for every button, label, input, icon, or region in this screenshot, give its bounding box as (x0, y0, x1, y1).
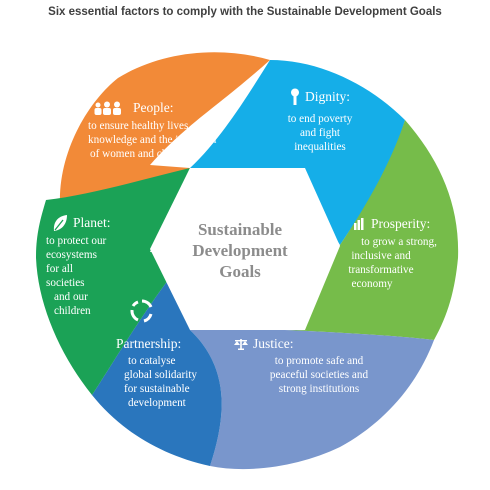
people-line-2: knowledge and the inclusion (88, 134, 217, 146)
planet-line-2: ecosystems (46, 249, 97, 261)
scales-icon (234, 339, 248, 350)
planet-line-4: societies (46, 277, 85, 289)
justice-line-2: peaceful societies and (269, 369, 369, 381)
planet-line-5: and our (54, 291, 88, 303)
planet-line-6: children (54, 305, 91, 317)
center-line-3: Goals (219, 262, 261, 281)
center-label: Sustainable Development Goals (165, 219, 315, 282)
segment-people (59, 52, 271, 221)
center-hexagon (150, 168, 340, 330)
planet-line-3: for all (46, 263, 74, 275)
prosperity-line-2: inclusive and (351, 250, 411, 262)
partnership-line-2: global solidarity (124, 369, 198, 381)
dignity-heading: Dignity: (270, 88, 370, 106)
dignity-title: Dignity: (305, 89, 351, 104)
people-line-1: to ensure healthy lives, (88, 120, 192, 132)
partnership-description: to catalyse global solidarity for sustai… (124, 354, 222, 410)
justice-line-1: to promote safe and (274, 355, 364, 367)
people-description: to ensure healthy lives, knowledge and t… (82, 119, 272, 161)
dignity-line-3: inequalities (294, 141, 346, 153)
planet-heading: Planet: (42, 214, 142, 232)
bar-chart-icon (354, 218, 364, 230)
partnership-title: Partnership: (116, 336, 182, 351)
justice-heading: Justice: (232, 336, 392, 352)
keyhole-icon (291, 88, 299, 105)
diagram-title: Six essential factors to comply with the… (48, 6, 442, 18)
segment-justice (190, 330, 434, 470)
people-block: People: to ensure healthy lives, knowled… (82, 100, 272, 161)
segment-prosperity (285, 120, 459, 340)
dignity-line-1: to end poverty (287, 113, 353, 125)
dignity-line-2: and fight (299, 127, 341, 139)
prosperity-line-1: to grow a strong, (361, 236, 437, 248)
prosperity-block: Prosperity: to grow a strong, inclusive … (322, 216, 452, 291)
dignity-block: Dignity: to end poverty and fight inequa… (270, 88, 370, 154)
leaf-icon (53, 215, 67, 231)
center-line-2: Development (192, 241, 288, 260)
partnership-line-4: development (128, 397, 186, 409)
people-line-3: of women and children (90, 148, 194, 160)
segment-dignity (190, 60, 405, 245)
partnership-line-3: for sustainable (124, 383, 190, 395)
prosperity-line-4: economy (351, 278, 393, 290)
center-line-1: Sustainable (197, 220, 283, 239)
dignity-description: to end poverty and fight inequalities (270, 112, 370, 154)
planet-description: to protect our ecosystems for all societ… (42, 234, 142, 318)
cycle-arrows-icon (130, 299, 153, 323)
planet-line-1: to protect our (46, 235, 107, 247)
people-title: People: (133, 100, 174, 115)
partnership-heading: Partnership: (116, 336, 181, 352)
justice-block: Justice: to promote safe and peaceful so… (232, 336, 392, 396)
planet-block: Planet: to protect our ecosystems for al… (42, 214, 142, 318)
people-icon (94, 101, 121, 115)
prosperity-description: to grow a strong, inclusive and transfor… (322, 235, 452, 291)
segment-planet (36, 168, 190, 395)
prosperity-line-3: transformative (348, 264, 414, 276)
justice-title: Justice: (253, 336, 294, 351)
prosperity-title: Prosperity: (371, 216, 431, 231)
people-heading: People: (82, 100, 272, 116)
justice-description: to promote safe and peaceful societies a… (232, 354, 392, 396)
justice-line-3: strong institutions (278, 383, 360, 395)
planet-title: Planet: (73, 215, 111, 230)
partnership-line-1: to catalyse (128, 355, 176, 367)
prosperity-heading: Prosperity: (322, 216, 452, 232)
